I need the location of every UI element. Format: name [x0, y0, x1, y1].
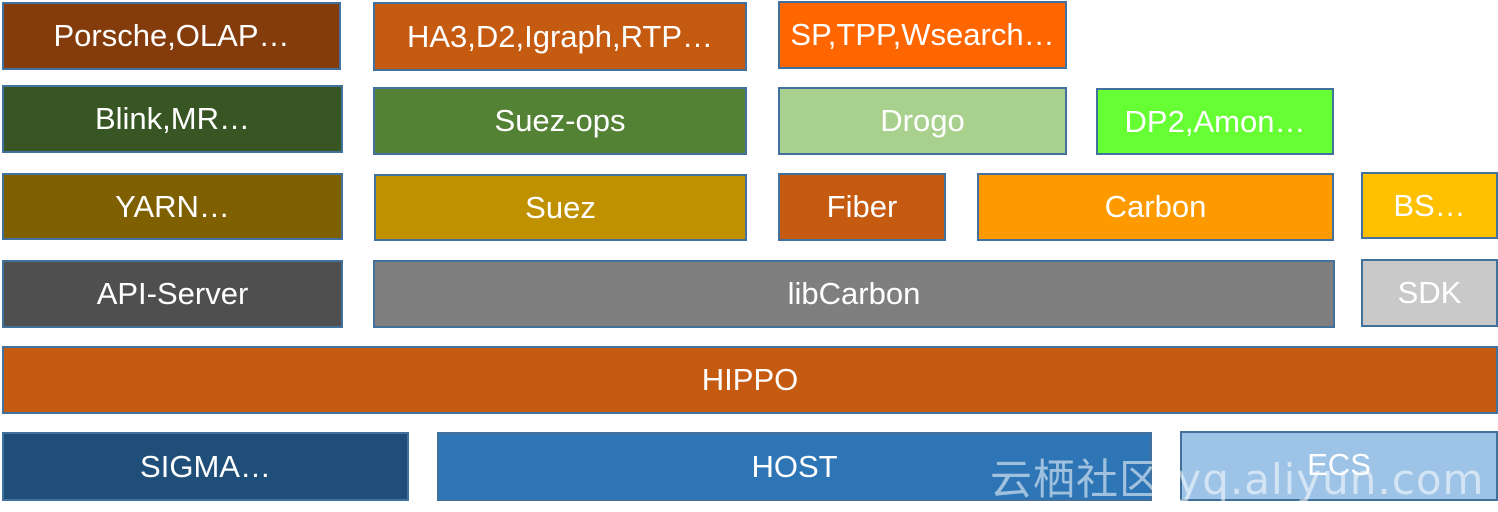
drogo-label: Drogo	[880, 103, 965, 138]
ha3-d2-igraph-rtp-label: HA3,D2,Igraph,RTP…	[406, 18, 714, 54]
yarn-label: YARN…	[115, 188, 230, 224]
yarn-box: YARN…	[2, 173, 343, 240]
porsche-olap-box: Porsche,OLAP…	[2, 2, 341, 70]
blink-mr-label: Blink,MR…	[94, 101, 250, 136]
sp-tpp-wsearch-box: SP,TPP,Wsearch…	[778, 1, 1067, 69]
api-server-label: API-Server	[96, 276, 249, 311]
host-box: HOST	[437, 432, 1152, 501]
dp2-amon-label: DP2,Amon…	[1124, 103, 1306, 139]
suez-box: Suez	[374, 174, 747, 241]
libcarbon-label: libCarbon	[787, 276, 921, 311]
sdk-label: SDK	[1397, 275, 1462, 310]
hippo-box: HIPPO	[2, 346, 1498, 414]
ecs-label: ECS	[1307, 447, 1371, 482]
sp-tpp-wsearch-label: SP,TPP,Wsearch…	[790, 17, 1055, 52]
suez-ops-box: Suez-ops	[373, 87, 747, 155]
api-server-box: API-Server	[2, 260, 343, 328]
suez-ops-label: Suez-ops	[494, 103, 626, 138]
bs-box: BS…	[1361, 172, 1498, 239]
carbon-label: Carbon	[1104, 189, 1207, 224]
drogo-box: Drogo	[778, 87, 1067, 155]
sigma-label: SIGMA…	[140, 448, 271, 484]
dp2-amon-box: DP2,Amon…	[1096, 88, 1334, 155]
ha3-d2-igraph-rtp-box: HA3,D2,Igraph,RTP…	[373, 2, 747, 71]
blink-mr-box: Blink,MR…	[2, 85, 343, 153]
fiber-box: Fiber	[778, 173, 946, 241]
carbon-box: Carbon	[977, 173, 1334, 241]
ecs-box: ECS	[1180, 431, 1498, 501]
sigma-box: SIGMA…	[2, 432, 409, 501]
bs-label: BS…	[1393, 187, 1466, 223]
porsche-olap-label: Porsche,OLAP…	[53, 18, 290, 53]
suez-label: Suez	[525, 189, 596, 225]
host-label: HOST	[751, 448, 838, 484]
hippo-label: HIPPO	[701, 362, 799, 397]
fiber-label: Fiber	[826, 189, 898, 224]
sdk-box: SDK	[1361, 259, 1498, 327]
libcarbon-box: libCarbon	[373, 260, 1335, 328]
